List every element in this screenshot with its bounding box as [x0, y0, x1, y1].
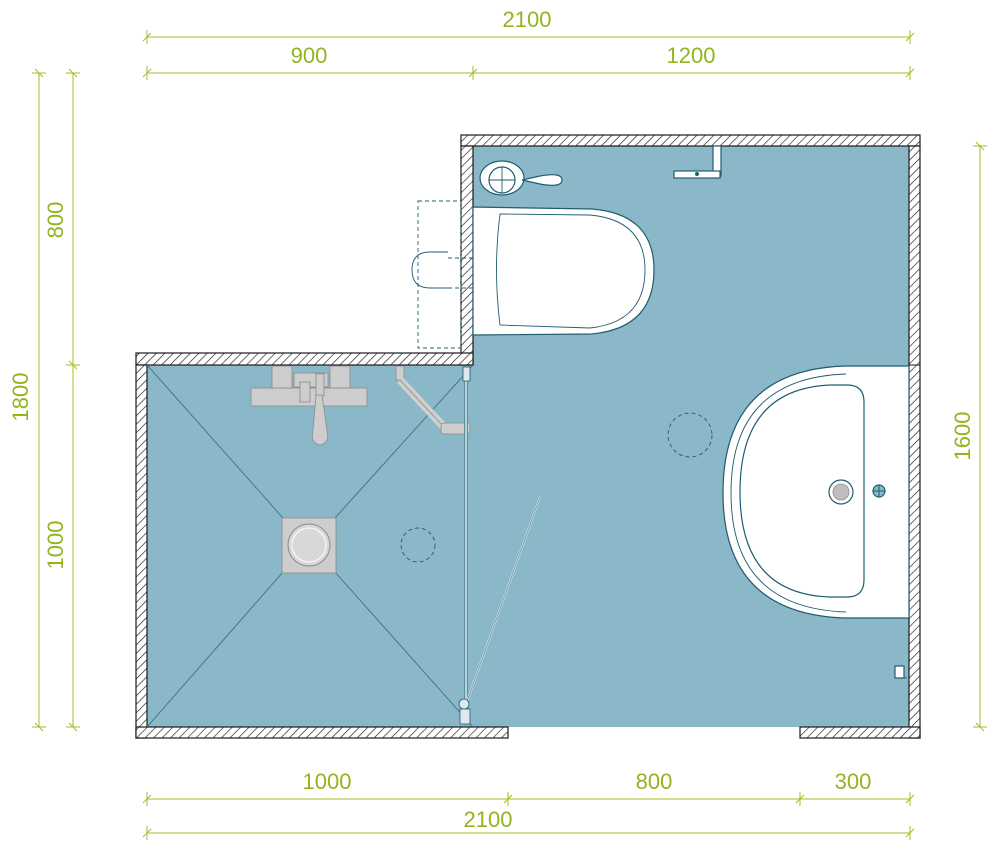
dim-top-right: 1200 [667, 43, 716, 68]
shower-dashed-circle [400, 527, 436, 563]
wall-hung-toilet [472, 206, 655, 336]
wall-right [908, 145, 921, 739]
dim-right-height: 1600 [950, 412, 975, 461]
dim-left-total: 1800 [8, 373, 33, 422]
room-dashed-circle [667, 412, 713, 458]
shower-mixer [250, 365, 368, 446]
dim-left-upper: 800 [43, 202, 68, 239]
washbasin [722, 365, 910, 619]
wall-top-right-room [460, 134, 921, 147]
cistern-outline [411, 200, 480, 349]
dimension-bottom: 1000 800 300 2100 [142, 769, 915, 840]
walls [135, 134, 921, 739]
dim-bottom-right: 300 [835, 769, 872, 794]
cistern-flush-plate [479, 160, 563, 196]
dim-top-left: 900 [291, 43, 328, 68]
dim-top-total: 2100 [503, 7, 552, 32]
wall-left [135, 364, 148, 739]
shower-slope-lines [146, 364, 474, 728]
glass-shower-screen [458, 366, 541, 725]
wall-top-shower [135, 352, 474, 366]
wall-bottom-right [799, 726, 921, 739]
towel-holder [894, 665, 907, 679]
dimension-left: 1800 800 1000 [8, 68, 80, 732]
toilet-paper-holder [673, 145, 722, 179]
dimension-right: 1600 [950, 141, 987, 732]
wall-niche-left [460, 145, 474, 366]
dim-bottom-total: 2100 [464, 807, 513, 832]
shower-drain [281, 517, 337, 574]
dim-bottom-door: 800 [636, 769, 673, 794]
dim-bottom-left: 1000 [303, 769, 352, 794]
dim-left-lower: 1000 [43, 521, 68, 570]
wall-bottom-left [135, 726, 509, 739]
dimension-top: 2100 900 1200 [142, 7, 915, 80]
shower-head-arm [395, 365, 471, 435]
